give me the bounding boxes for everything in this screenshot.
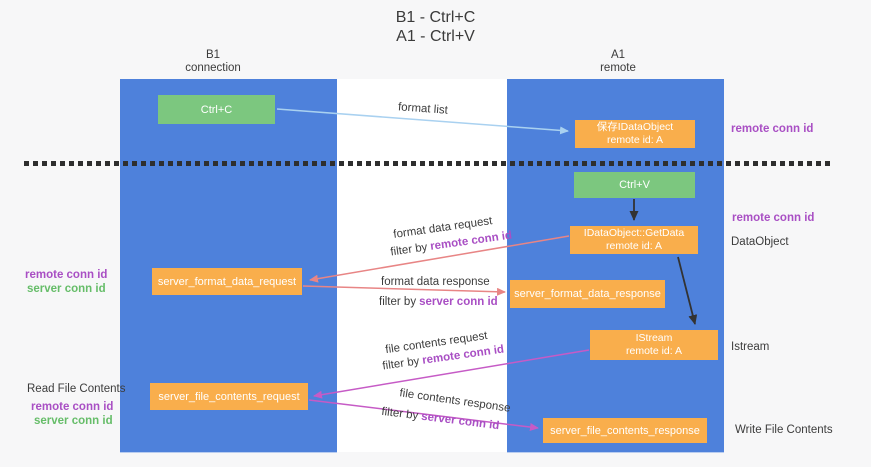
side-label-server-conn-id-left-1: server conn id	[27, 283, 106, 295]
title-line-ctrl-v: A1 - Ctrl+V	[396, 28, 475, 45]
lane-header-a1-remote: A1 remote	[548, 49, 688, 75]
node-istream-line1: IStream	[635, 332, 673, 344]
side-label-remote-conn-id-left-2: remote conn id	[31, 401, 114, 413]
node-getdata-line1: IDataObject::GetData	[583, 227, 685, 239]
side-label-server-conn-id-left-2: server conn id	[34, 415, 113, 427]
node-idataobject-getdata: IDataObject::GetData remote id: A	[570, 226, 698, 254]
node-server-format-data-response: server_format_data_response	[510, 280, 665, 308]
lane-a1-subtitle: remote	[600, 62, 636, 74]
node-ctrl-v: Ctrl+V	[574, 172, 695, 198]
node-save-idataobject-line1: 保存IDataObject	[596, 121, 674, 133]
side-label-read-file-contents: Read File Contents	[27, 383, 126, 395]
node-format-response-label: server_format_data_response	[514, 288, 661, 300]
lane-a1-title: A1	[610, 49, 626, 61]
side-label-remote-conn-id-mid: remote conn id	[732, 212, 815, 224]
clipboard-boundary-dashed-line	[24, 161, 834, 166]
node-ctrl-c-label: Ctrl+C	[200, 103, 233, 116]
page-title: B1 - Ctrl+C A1 - Ctrl+V	[0, 8, 871, 46]
node-ctrl-c: Ctrl+C	[158, 95, 275, 124]
side-label-write-file-contents: Write File Contents	[735, 424, 833, 436]
node-server-file-contents-response: server_file_contents_response	[543, 418, 707, 443]
side-label-istream: Istream	[731, 341, 770, 353]
node-ctrl-v-label: Ctrl+V	[619, 179, 650, 191]
side-label-dataobject: DataObject	[731, 236, 789, 248]
title-line-ctrl-c: B1 - Ctrl+C	[395, 9, 476, 26]
node-getdata-line2: remote id: A	[605, 240, 663, 252]
node-format-request-label: server_format_data_request	[157, 275, 297, 288]
node-save-idataobject-line2: remote id: A	[606, 134, 664, 146]
node-server-file-contents-request: server_file_contents_request	[150, 383, 308, 410]
node-file-request-label: server_file_contents_request	[158, 390, 300, 403]
node-istream: IStream remote id: A	[590, 330, 718, 360]
node-istream-line2: remote id: A	[625, 345, 683, 357]
side-label-remote-conn-id-left-1: remote conn id	[25, 269, 108, 281]
server-conn-id-text: server conn id	[419, 296, 498, 308]
side-label-remote-conn-id-top: remote conn id	[731, 123, 814, 135]
lane-b1-title: B1	[205, 49, 221, 61]
filter-by-prefix: filter by	[379, 296, 417, 308]
node-file-response-label: server_file_contents_response	[550, 424, 700, 437]
lane-b1-subtitle: connection	[185, 62, 241, 74]
node-server-format-data-request: server_format_data_request	[152, 268, 302, 295]
lane-header-b1-connection: B1 connection	[143, 49, 283, 75]
edge-label-format-data-response: format data response	[381, 276, 490, 288]
node-save-idataobject: 保存IDataObject remote id: A	[575, 120, 695, 148]
